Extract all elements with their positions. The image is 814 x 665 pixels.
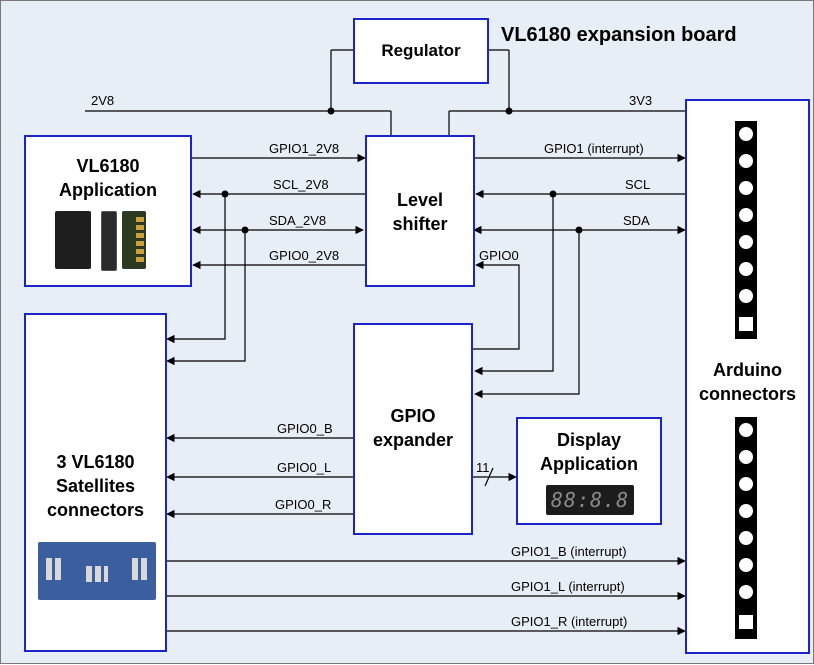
display-app-title-line2: Application — [540, 454, 638, 474]
satellites-connectors-block: 3 VL6180 Satellites connectors — [24, 313, 167, 652]
display-app-title-line1: Display — [556, 430, 622, 450]
wire-scl-to-satellites — [166, 194, 226, 344]
satellites-title-line2: Satellites — [55, 476, 136, 496]
label-gpio1-b-interrupt: GPIO1_B (interrupt) — [511, 544, 627, 559]
label-gpio0-2v8: GPIO0_2V8 — [269, 248, 340, 263]
label-gpio1-l-interrupt: GPIO1_L (interrupt) — [511, 579, 625, 594]
header-pin — [739, 127, 753, 141]
junction-dot — [327, 107, 335, 115]
level-shifter-block: Level shifter — [365, 135, 475, 287]
vl6180-application-block: VL6180 Application — [24, 135, 192, 287]
gpio-expander-title-line1: GPIO — [390, 406, 436, 426]
arduino-title-line1: Arduino — [713, 360, 782, 380]
header-pin — [739, 558, 753, 572]
label-gpio1-r-interrupt: GPIO1_R (interrupt) — [511, 614, 628, 629]
junction-dot — [221, 190, 229, 198]
rail-2v8-label: 2V8 — [91, 93, 115, 108]
seven-segment-display: 88:8.8 — [546, 485, 634, 515]
satellite-board-image — [38, 542, 156, 600]
header-pin — [739, 289, 753, 303]
label-scl: SCL — [625, 177, 651, 192]
label-gpio0-b: GPIO0_B — [277, 421, 333, 436]
display-application-block: Display Application 88:8.8 — [516, 417, 662, 525]
vl6180-app-title-line1: VL6180 — [76, 156, 140, 176]
level-shifter-title-line1: Level — [396, 190, 444, 210]
junction-dot — [505, 107, 513, 115]
board-title: VL6180 expansion board — [501, 24, 737, 46]
regulator-label: Regulator — [381, 41, 461, 60]
arduino-title-line2: connectors — [698, 384, 797, 404]
junction-dot — [241, 226, 249, 234]
header-pin — [739, 208, 753, 222]
header-pin — [739, 154, 753, 168]
header-pin — [739, 531, 753, 545]
wire-sda-to-satellites — [166, 230, 246, 366]
regulator-block: Regulator — [353, 18, 489, 84]
header-pin-1 — [739, 615, 753, 629]
label-gpio1-2v8: GPIO1_2V8 — [269, 141, 340, 156]
wire-gpio0 — [473, 260, 520, 350]
header-pin — [739, 262, 753, 276]
header-pin — [739, 181, 753, 195]
header-pin — [739, 585, 753, 599]
sensor-chip-image — [55, 211, 91, 269]
label-scl-2v8: SCL_2V8 — [273, 177, 329, 192]
rail-3v3-label: 3V3 — [629, 93, 653, 108]
label-gpio0: GPIO0 — [479, 248, 519, 263]
label-sda: SDA — [623, 213, 650, 228]
gpio-expander-title-line2: expander — [372, 430, 454, 450]
label-bus-width: 11 — [476, 460, 490, 475]
arduino-header-top — [735, 121, 757, 339]
label-gpio0-l: GPIO0_L — [277, 460, 332, 475]
sensor-chip-side-image — [101, 211, 117, 271]
vl6180-app-title-line2: Application — [59, 180, 157, 200]
header-pin — [739, 423, 753, 437]
wire-sda-to-expander — [474, 230, 580, 399]
gpio-expander-block: GPIO expander — [353, 323, 473, 535]
level-shifter-title-line2: shifter — [392, 214, 448, 234]
label-gpio1-interrupt: GPIO1 (interrupt) — [544, 141, 644, 156]
header-pin-1 — [739, 317, 753, 331]
arduino-connectors-block: Arduino connectors — [685, 99, 810, 654]
header-pin — [739, 477, 753, 491]
junction-dot — [575, 226, 583, 234]
label-gpio0-r: GPIO0_R — [275, 497, 332, 512]
bus-slash — [484, 467, 494, 487]
label-sda-2v8: SDA_2V8 — [269, 213, 327, 228]
header-pin — [739, 235, 753, 249]
sensor-chip-pads-image — [122, 211, 146, 269]
satellites-title-line3: connectors — [46, 500, 145, 520]
arduino-header-bottom — [735, 417, 757, 639]
header-pin — [739, 450, 753, 464]
wire-scl-to-expander — [474, 194, 554, 376]
header-pin — [739, 504, 753, 518]
junction-dot — [549, 190, 557, 198]
satellites-title-line1: 3 VL6180 — [56, 452, 135, 472]
